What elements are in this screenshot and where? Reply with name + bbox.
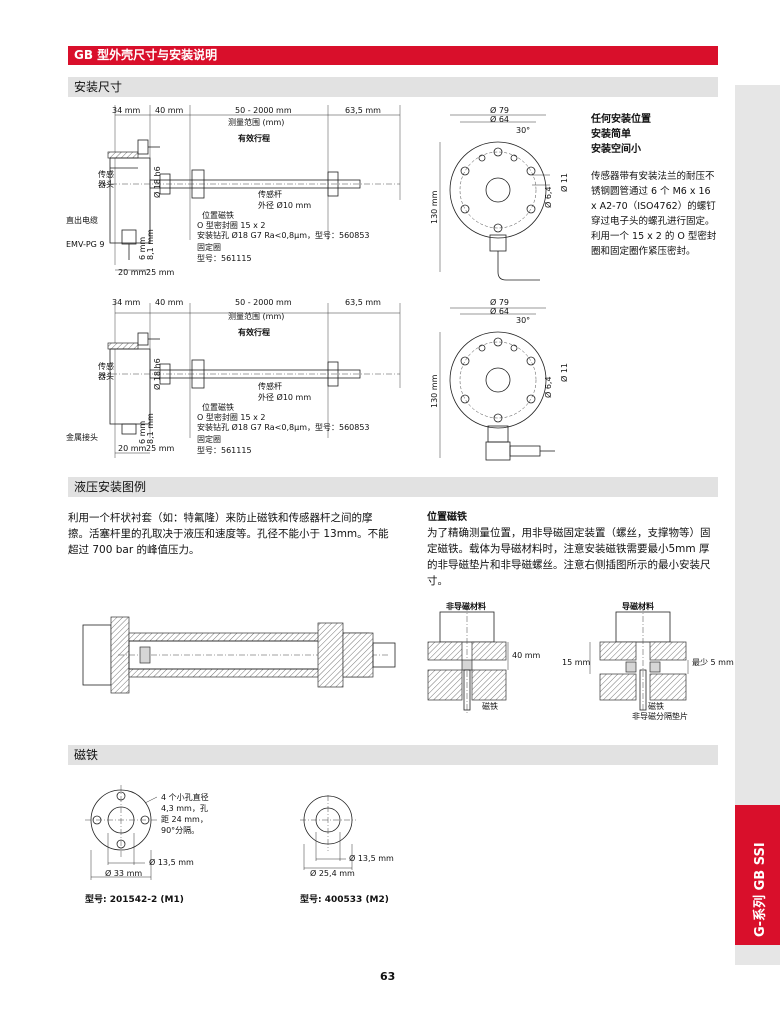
features-block: 任何安装位置 安装简单 安装空间小 传感器带有安装法兰的耐压不锈钢圆管通过 6 …	[591, 112, 717, 259]
dim-34: 34 mm	[112, 106, 141, 115]
drawing-cable-version: 34 mm 40 mm 50 - 2000 mm 63,5 mm 测量范围 (m…	[60, 100, 420, 280]
magnet-label: 磁铁	[648, 702, 664, 711]
dim-635: 63,5 mm	[345, 298, 381, 307]
m2-outer-diameter: Ø 25,4 mm	[310, 869, 355, 878]
dim-d18: Ø 18 h6	[153, 358, 162, 390]
side-tab-label: G-系列 GB SSI	[753, 842, 768, 937]
dim-81: 8,1 mm	[146, 229, 155, 260]
dim-20: 20 mm	[118, 268, 147, 277]
stroke-label: 有效行程	[238, 328, 270, 337]
spacer-label: 非导磁分隔垫片	[632, 712, 688, 721]
mounting-hole-label: 安装钻孔 Ø18 G7 Ra<0,8µm，型号：560853	[197, 423, 370, 432]
metal-connector-label: 金属接头	[66, 433, 98, 442]
dim-d11: Ø 11	[560, 172, 569, 192]
hydraulic-description: 利用一个杆状衬套（如：特氟隆）来防止磁铁和传感器杆之间的摩擦。活塞杆里的孔取决于…	[68, 512, 389, 556]
sensor-head-label: 传感 器头	[98, 170, 114, 189]
m1-inner-diameter: Ø 13,5 mm	[149, 858, 194, 867]
position-magnet-title: 位置磁铁	[427, 512, 467, 523]
section-title: 液压安装图例	[74, 480, 147, 494]
measuring-range-label: 测量范围 (mm)	[228, 312, 285, 321]
section-title: 磁铁	[74, 748, 99, 762]
magnetic-label: 导磁材料	[622, 602, 654, 611]
oring-label: O 型密封圈 15 x 2	[197, 221, 266, 230]
rod-diameter-label: 外径 Ø10 mm	[258, 393, 312, 402]
magnet-label: 磁铁	[482, 702, 498, 711]
position-magnet-block: 位置磁铁 为了精确测量位置，用非导磁固定装置（螺丝，支撑物等）固定磁铁。载体为导…	[427, 510, 719, 589]
mounting-hole-label: 安装钻孔 Ø18 G7 Ra<0,8µm，型号：560853	[197, 231, 370, 240]
rod-label: 传感杆	[258, 190, 282, 199]
section-title: 安装尺寸	[74, 80, 123, 94]
dim-min5: 最少 5 mm	[692, 658, 734, 667]
fixing-ring-model: 型号：561115	[197, 254, 252, 263]
flange-view-2: Ø 79 Ø 64 30° 130 mm Ø 6,4 Ø 11	[420, 298, 580, 473]
connector-label: EMV-PG 9	[66, 240, 105, 249]
dim-130: 130 mm	[430, 374, 439, 408]
measuring-range-label: 测量范围 (mm)	[228, 118, 285, 127]
dim-d6-4: Ø 6,4	[544, 376, 553, 398]
section-header-install: 安装尺寸	[68, 77, 718, 97]
magnet-mounting-details: 非导磁材料 导磁材料 40 mm 15 mm 最少 5 mm 磁铁 磁铁 非导磁…	[420, 600, 734, 730]
m1-outer-diameter: Ø 33 mm	[105, 869, 143, 878]
dim-40: 40 mm	[155, 106, 184, 115]
dim-d64: Ø 64	[490, 115, 510, 124]
cable-label: 直出电缆	[66, 216, 98, 225]
dim-25: 25 mm	[146, 268, 175, 277]
non-magnetic-label: 非导磁材料	[446, 602, 486, 611]
dim-25: 25 mm	[146, 444, 175, 453]
sensor-head-label: 传感 器头	[98, 362, 114, 381]
feature-1: 任何安装位置	[591, 114, 651, 125]
mounting-description: 传感器带有安装法兰的耐压不锈钢圆管通过 6 个 M6 x 16 x A2-70（…	[591, 171, 717, 257]
dim-40: 40 mm	[155, 298, 184, 307]
rod-diameter-label: 外径 Ø10 mm	[258, 201, 312, 210]
dim-range: 50 - 2000 mm	[235, 106, 292, 115]
dim-angle: 30°	[516, 316, 531, 325]
section-header-magnet: 磁铁	[68, 745, 718, 765]
dim-635: 63,5 mm	[345, 106, 381, 115]
side-tab-background	[735, 85, 780, 805]
position-magnet-label: 位置磁铁	[202, 211, 234, 220]
dim-d79: Ø 79	[490, 298, 510, 307]
rod-label: 传感杆	[258, 382, 282, 391]
dim-d11: Ø 11	[560, 362, 569, 382]
m2-inner-diameter: Ø 13,5 mm	[349, 854, 394, 863]
feature-3: 安装空间小	[591, 144, 641, 155]
dim-range: 50 - 2000 mm	[235, 298, 292, 307]
section-header-hydraulic: 液压安装图例	[68, 477, 718, 497]
dim-angle: 30°	[516, 126, 531, 135]
magnet-m1: 4 个小孔直径 4,3 mm，孔距 24 mm，90°分隔。 Ø 13,5 mm…	[85, 785, 245, 910]
m1-model: 型号: 201542-2 (M1)	[85, 895, 184, 905]
dim-15: 15 mm	[562, 658, 591, 667]
dim-d6-4: Ø 6,4	[544, 186, 553, 208]
flange-view-1: Ø 79 Ø 64 30° 130 mm Ø 6,4 Ø 11	[420, 100, 580, 290]
dim-20: 20 mm	[118, 444, 147, 453]
magnet-m2: Ø 13,5 mm Ø 25,4 mm 型号: 400533 (M2)	[300, 795, 440, 910]
oring-label: O 型密封圈 15 x 2	[197, 413, 266, 422]
feature-2: 安装简单	[591, 129, 631, 140]
page-number: 63	[380, 970, 396, 983]
dim-d18: Ø 18 h6	[153, 166, 162, 198]
dim-81: 8,1 mm	[146, 413, 155, 444]
side-tab: G-系列 GB SSI	[735, 805, 780, 945]
dim-40: 40 mm	[512, 651, 541, 660]
dim-d64: Ø 64	[490, 307, 510, 316]
dim-130: 130 mm	[430, 190, 439, 224]
dim-34: 34 mm	[112, 298, 141, 307]
m1-hole-note: 4 个小孔直径 4,3 mm，孔距 24 mm，90°分隔。	[161, 793, 209, 835]
position-magnet-description: 为了精确测量位置，用非导磁固定装置（螺丝，支撑物等）固定磁铁。载体为导磁材料时，…	[427, 527, 711, 587]
m2-model: 型号: 400533 (M2)	[300, 895, 389, 905]
hydraulic-cylinder-drawing	[78, 605, 408, 705]
page-header: GB 型外壳尺寸与安装说明	[68, 46, 718, 65]
position-magnet-label: 位置磁铁	[202, 403, 234, 412]
dim-d79: Ø 79	[490, 106, 510, 115]
side-tab-background-bottom	[735, 945, 780, 965]
fixing-ring-model: 型号：561115	[197, 446, 252, 455]
page-title: GB 型外壳尺寸与安装说明	[74, 48, 218, 62]
stroke-label: 有效行程	[238, 134, 270, 143]
fixing-ring-label: 固定圈	[197, 243, 221, 252]
drawing-connector-version: 34 mm 40 mm 50 - 2000 mm 63,5 mm 测量范围 (m…	[60, 298, 420, 468]
fixing-ring-label: 固定圈	[197, 435, 221, 444]
